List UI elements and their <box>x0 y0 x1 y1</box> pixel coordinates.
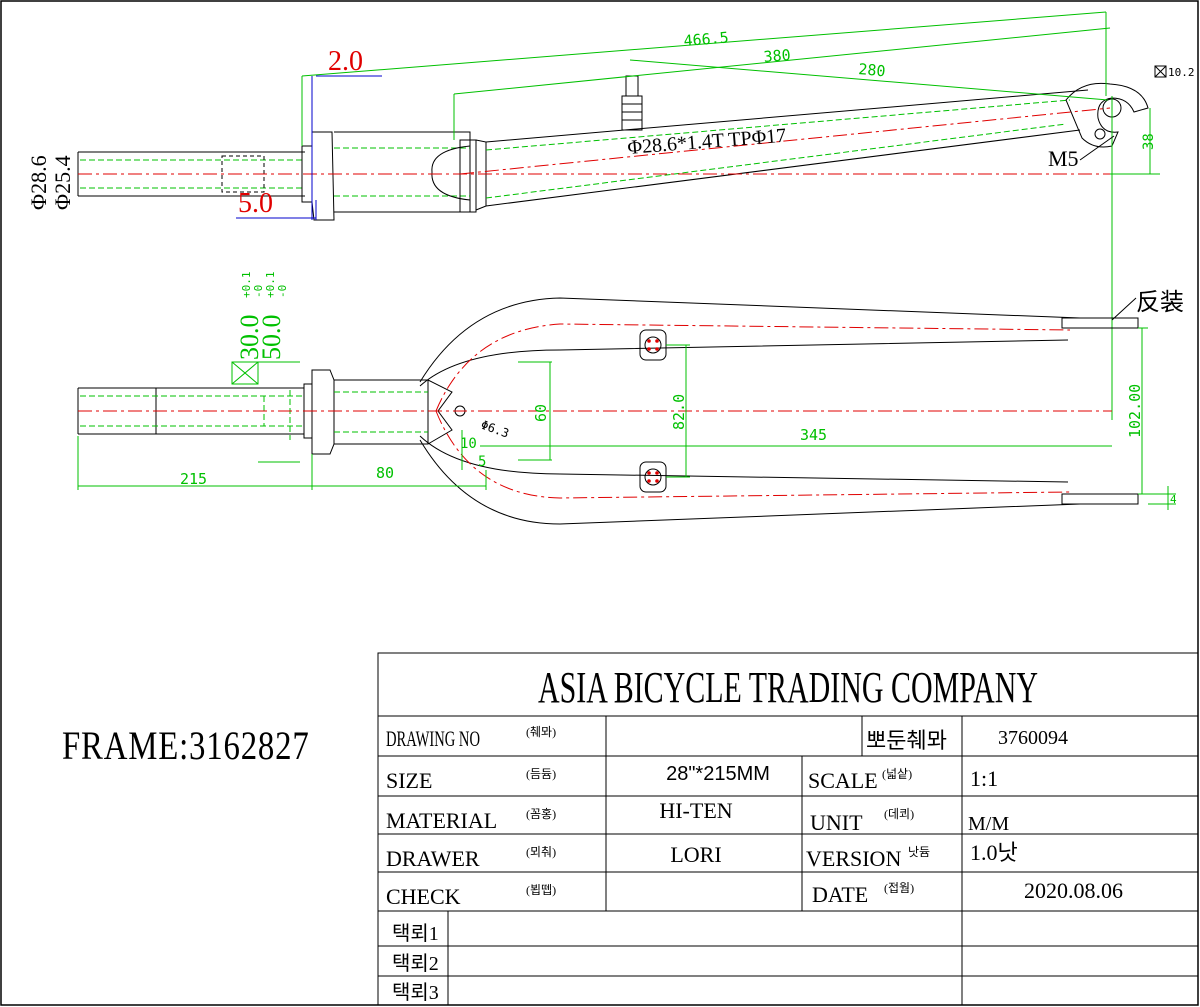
dim-50-tol-upper: +0.1 <box>264 272 277 299</box>
dim-80: 80 <box>376 464 394 482</box>
sub-check: (뵙뗍) <box>526 883 556 897</box>
title-block-text: ASIA BICYCLE TRADING COMPANY DRAWING NO … <box>386 663 1123 1004</box>
dim-50: 50.0 <box>257 315 286 361</box>
dropout-front-lower <box>1061 493 1139 505</box>
surface-finish-symbol <box>1154 65 1167 78</box>
sub-material: (꼼홍) <box>526 807 556 821</box>
revision-3: 택뢰3 <box>392 981 439 1004</box>
dim-30-tol-lower: -0 <box>252 285 265 298</box>
label-date: DATE <box>812 882 868 907</box>
revision-1: 택뢰1 <box>392 922 439 945</box>
sub-size: (듬듐) <box>526 767 556 781</box>
fork-blade-side <box>485 89 1089 207</box>
sub-unit: (데쾨) <box>884 807 914 821</box>
value-drawer: LORI <box>670 842 721 867</box>
label-drawing-no: DRAWING NO <box>386 726 480 751</box>
label-scale: SCALE <box>808 768 878 793</box>
dim-345: 345 <box>800 426 827 444</box>
sub-version: 낫듐 <box>908 845 930 859</box>
dropout-front-upper <box>1061 317 1139 329</box>
company-name: ASIA BICYCLE TRADING COMPANY <box>538 663 1038 712</box>
label-part-no: 뽀둔췌뫄 <box>866 728 947 753</box>
note-thread-m5: M5 <box>1048 146 1079 171</box>
value-version: 1.0낫 <box>970 840 1018 865</box>
side-view <box>77 11 1167 420</box>
dim-215: 215 <box>180 470 207 488</box>
dim-82: 82.0 <box>670 394 688 430</box>
brake-boss-lower <box>639 461 667 493</box>
stud-side <box>621 75 643 131</box>
dim-5-0: 5.0 <box>238 188 273 219</box>
value-date: 2020.08.06 <box>1024 878 1123 903</box>
dim-30: 30.0 <box>235 315 264 361</box>
dim-50-tol-lower: -0 <box>276 285 289 298</box>
dim-280: 280 <box>858 60 887 80</box>
dim-phi-6-3: Φ6.3 <box>479 418 511 441</box>
dim-2-0: 2.0 <box>328 46 363 77</box>
value-scale: 1:1 <box>970 766 998 791</box>
front-view-labels: 30.0 +0.1 -0 50.0 +0.1 -0 215 80 60 82.0… <box>180 272 1184 507</box>
dim-4: 4 <box>1170 493 1177 506</box>
dim-10: 10 <box>460 436 477 452</box>
fork-blade-upper <box>419 297 1081 383</box>
label-material: MATERIAL <box>386 808 497 833</box>
dim-38: 38 <box>1141 133 1157 150</box>
dim-phi-28-6: Φ28.6 <box>26 155 51 210</box>
dim-30-tol-upper: +0.1 <box>240 272 253 299</box>
revision-2: 택뢰2 <box>392 952 439 975</box>
crown-head-side <box>431 145 471 201</box>
dim-60: 60 <box>532 404 550 422</box>
sub-drawing-no: (췌뫄) <box>526 725 556 739</box>
note-tube-spec: Φ28.6*1.4T TPΦ17 <box>627 125 787 159</box>
value-material: HI-TEN <box>659 798 732 823</box>
dim-466-5: 466.5 <box>683 29 729 50</box>
dim-380: 380 <box>763 46 791 66</box>
label-check: CHECK <box>386 884 461 909</box>
title-block <box>377 652 1199 1006</box>
note-reverse-mount: 反装 <box>1136 289 1184 316</box>
sub-date: (접웜) <box>884 881 914 895</box>
sub-drawer: (뫼춰) <box>526 845 556 859</box>
crown-front <box>311 369 335 455</box>
fork-blade-lower <box>419 439 1081 525</box>
value-unit: M/M <box>968 813 1009 835</box>
label-size: SIZE <box>386 768 432 793</box>
front-view <box>77 297 1176 525</box>
value-part-no: 3760094 <box>998 727 1068 749</box>
label-drawer: DRAWER <box>386 846 480 871</box>
brake-boss-upper <box>639 329 667 361</box>
sub-scale: (넓샅) <box>882 767 912 781</box>
dim-10-2: 10.2 <box>1168 66 1195 79</box>
label-unit: UNIT <box>810 810 863 835</box>
frame-label: FRAME:3162827 <box>62 723 310 768</box>
label-version: VERSION <box>806 846 901 871</box>
dim-5: 5 <box>478 454 486 470</box>
crown-side <box>311 131 335 221</box>
value-size: 28"*215MM <box>666 763 770 785</box>
dim-102: 102.00 <box>1126 384 1144 438</box>
dim-phi-25-4: Φ25.4 <box>50 155 75 210</box>
tolerance-box <box>231 361 259 385</box>
